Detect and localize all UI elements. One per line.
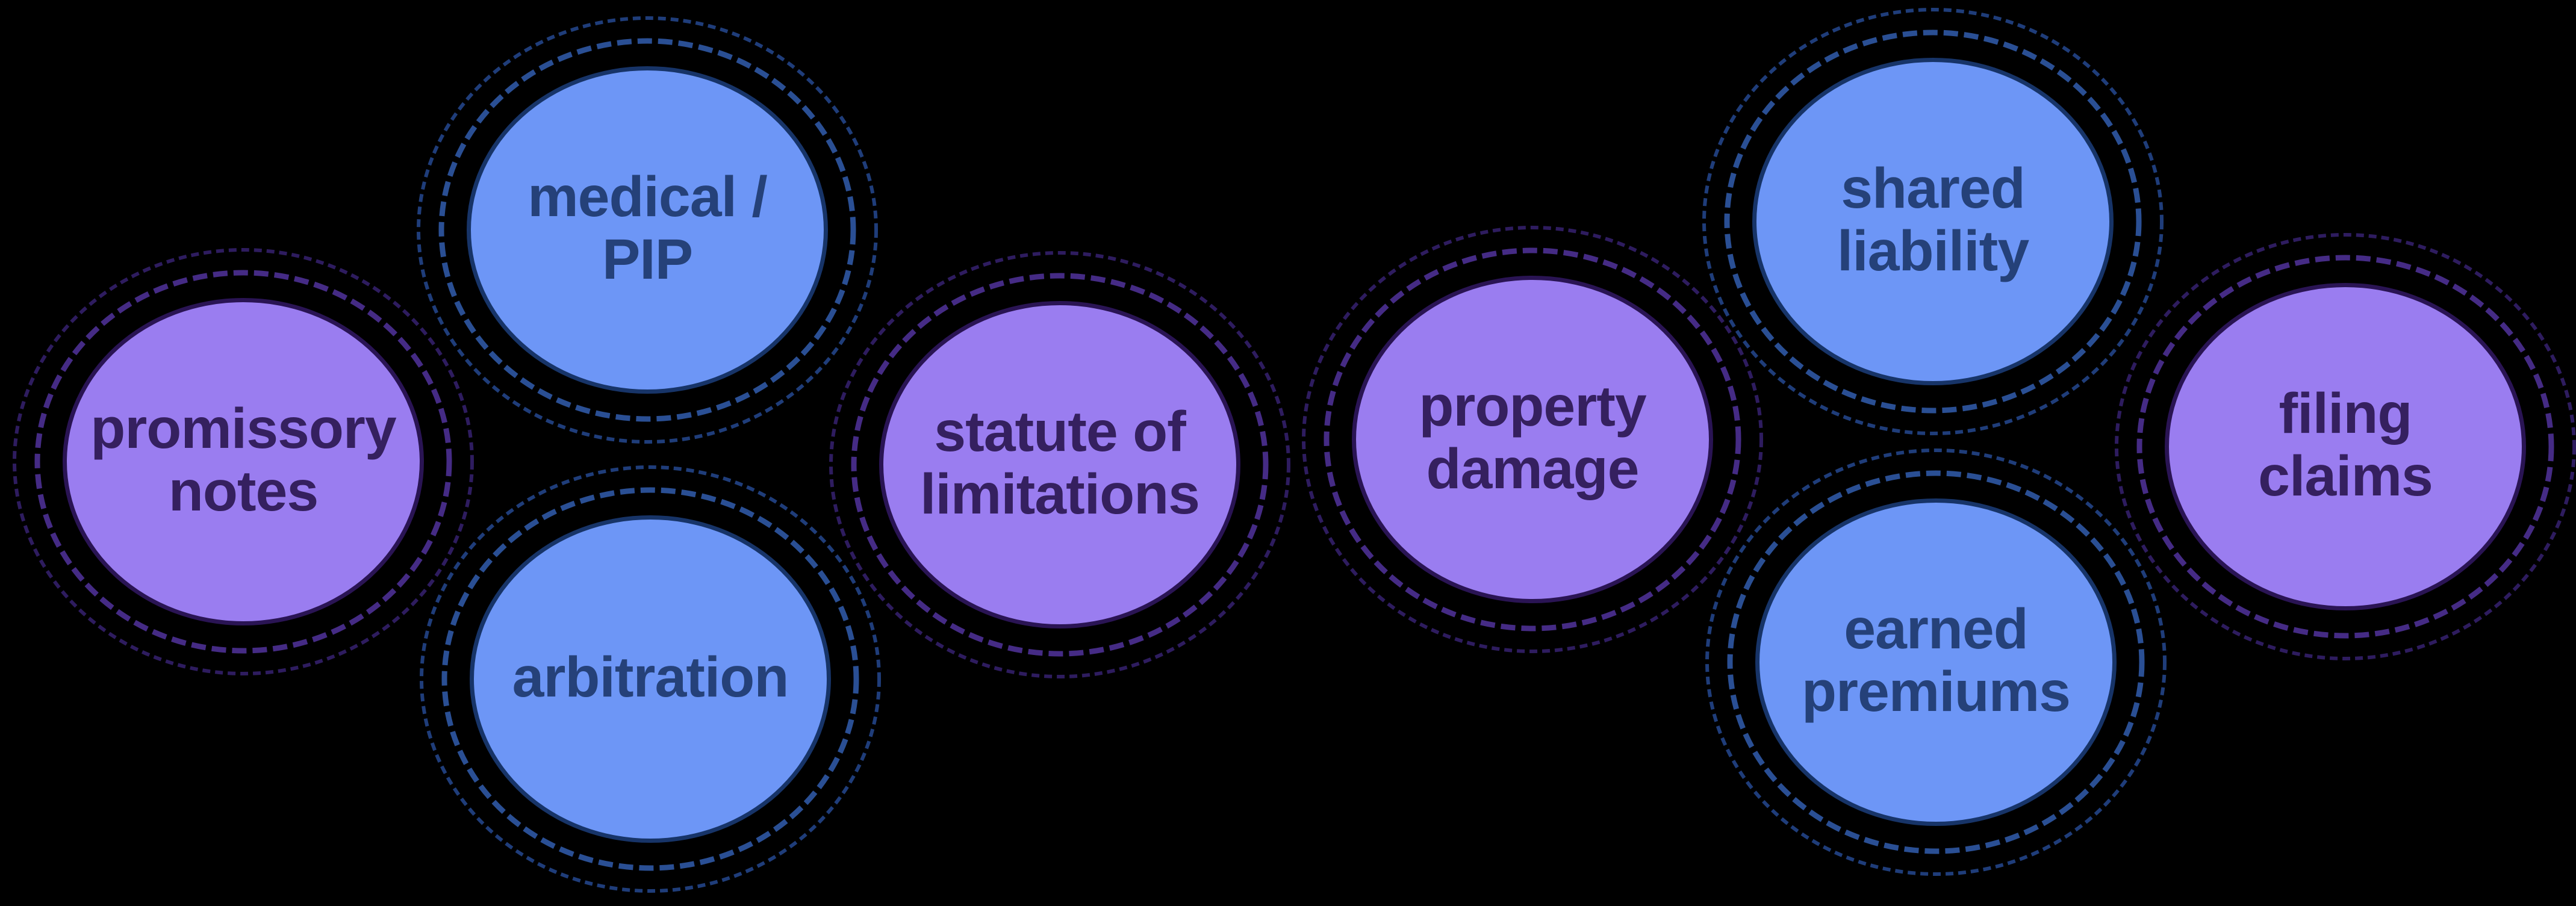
bubble-circle: arbitration bbox=[470, 515, 831, 843]
bubble-circle: shared liability bbox=[1752, 58, 2114, 385]
bubble-label: statute of limitations bbox=[919, 399, 1200, 526]
dashed-rings-icon bbox=[2115, 233, 2576, 660]
bubble-circle: medical / PIP bbox=[467, 66, 828, 394]
dashed-rings-icon bbox=[1705, 448, 2167, 876]
bubble-label: medical / PIP bbox=[527, 164, 768, 291]
dashed-rings-icon bbox=[13, 248, 474, 675]
bubble-statute-of-limitations: statute of limitations bbox=[829, 250, 1291, 679]
dashed-rings-icon bbox=[1302, 226, 1763, 653]
bubble-label: arbitration bbox=[512, 645, 789, 709]
dashed-rings-icon bbox=[417, 16, 878, 444]
bubble-filing-claims: filing claims bbox=[2114, 232, 2576, 661]
bubble-circle: filing claims bbox=[2165, 283, 2526, 610]
bubble-circle: earned premiums bbox=[1755, 498, 2117, 826]
bubble-medical-pip: medical / PIP bbox=[416, 16, 879, 444]
bubble-label: promissory notes bbox=[90, 396, 396, 523]
bubble-circle: promissory notes bbox=[63, 298, 424, 625]
bubble-label: shared liability bbox=[1837, 156, 2029, 283]
bubble-label: earned premiums bbox=[1801, 597, 2071, 724]
bubble-arbitration: arbitration bbox=[419, 465, 882, 893]
bubble-circle: statute of limitations bbox=[879, 301, 1240, 628]
bubble-label: filing claims bbox=[2258, 381, 2433, 508]
dashed-rings-icon bbox=[420, 465, 881, 893]
bubble-shared-liability: shared liability bbox=[1702, 7, 2164, 436]
dashed-rings-icon bbox=[829, 251, 1290, 678]
dashed-rings-icon bbox=[1702, 8, 2164, 435]
bubble-circle: property damage bbox=[1352, 276, 1713, 603]
bubble-promissory-notes: promissory notes bbox=[12, 247, 474, 676]
bubble-earned-premiums: earned premiums bbox=[1705, 448, 2167, 877]
bubble-label: property damage bbox=[1419, 374, 1646, 501]
bubble-property-damage: property damage bbox=[1301, 225, 1764, 654]
